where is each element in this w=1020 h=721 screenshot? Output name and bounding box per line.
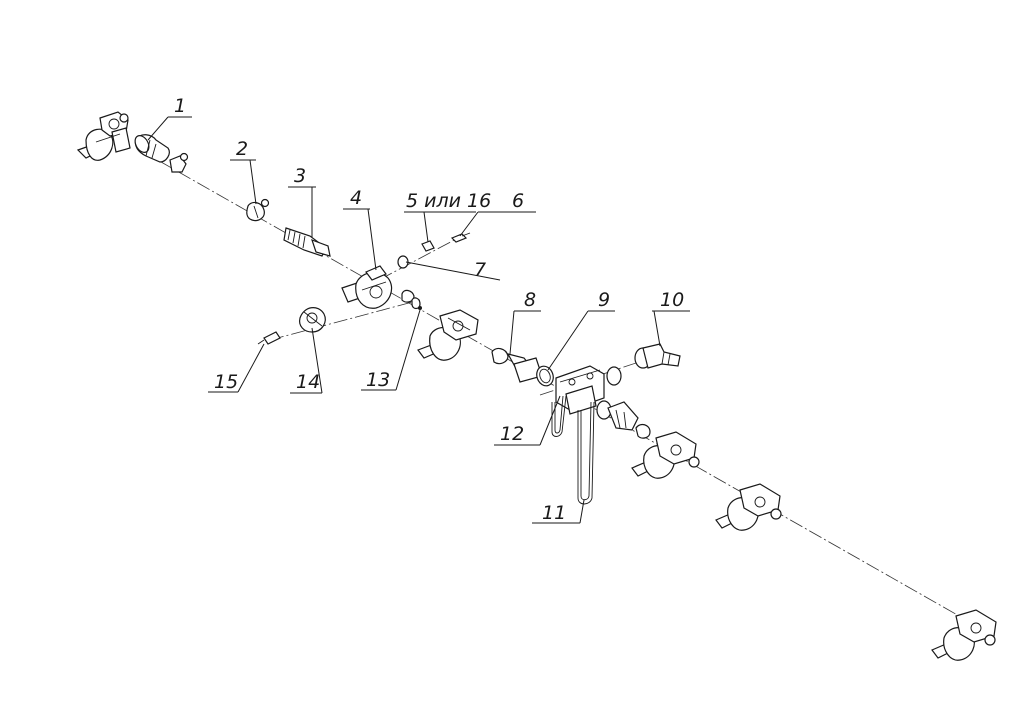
label-5: 5 или 16 (406, 190, 491, 212)
axis-left-branch (269, 299, 421, 341)
nozzle-assembly-left (76, 111, 131, 161)
part-12-valve-body (555, 365, 622, 420)
fitting-right-center (607, 401, 651, 439)
nozzle-assembly-far-right (931, 609, 997, 661)
part-2-clamp (246, 198, 270, 222)
nozzle-assembly-mid (417, 309, 479, 361)
part-11-u-bolt-b (577, 401, 595, 505)
label-8: 8 (524, 289, 536, 311)
label-11: 11 (542, 502, 566, 524)
label-3: 3 (294, 165, 306, 187)
label-12: 12 (500, 423, 524, 445)
label-4: 4 (350, 187, 362, 209)
part-15-screw (257, 331, 281, 345)
part-13-cap (401, 289, 422, 310)
label-2: 2 (236, 138, 248, 160)
part-1-fitting (134, 134, 170, 163)
leader-lines (147, 116, 690, 524)
nozzle-assembly-right-2 (715, 483, 782, 531)
part-5-nut (421, 240, 435, 252)
label-9: 9 (598, 289, 610, 311)
nozzle-assembly-right-1 (631, 431, 700, 479)
label-10: 10 (660, 289, 684, 311)
label-14: 14 (296, 371, 320, 393)
part-1-elbow (169, 152, 189, 173)
label-1: 1 (174, 95, 186, 117)
label-6: 6 (512, 190, 524, 212)
label-15: 15 (214, 371, 238, 393)
part-3-hose-barb (283, 227, 331, 257)
part-14-nozzle-cap (299, 307, 326, 333)
part-11-u-bolt-a (551, 395, 567, 437)
part-6-screw (450, 232, 471, 243)
label-7: 7 (474, 259, 486, 281)
label-13: 13 (366, 369, 390, 391)
part-9-union (513, 357, 554, 387)
part-4-tee-housing (341, 265, 393, 309)
part-10-hose-fitting (634, 343, 681, 369)
